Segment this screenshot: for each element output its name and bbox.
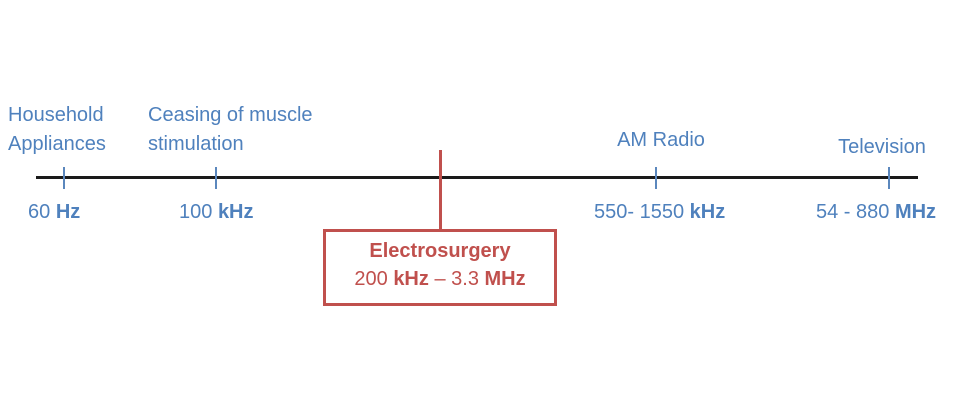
callout-title: Electrosurgery — [369, 240, 511, 262]
range-unit-high: MHz — [484, 268, 526, 290]
electrosurgery-callout-box: Electrosurgery 200 kHz – 3.3 MHz — [323, 229, 557, 306]
value-number: 54 - 880 — [816, 201, 895, 223]
value-unit: MHz — [894, 201, 937, 223]
marker-label-household: Household Appliances — [8, 104, 106, 155]
tick-mark-household — [63, 167, 65, 189]
tick-mark-television — [888, 167, 890, 189]
marker-label-am-radio: AM Radio — [617, 129, 705, 151]
range-value-low: 200 — [354, 268, 394, 290]
value-unit: kHz — [217, 201, 254, 223]
value-number: 550- 1550 — [594, 201, 690, 223]
marker-value-am-radio: 550- 1550 kHz — [594, 199, 725, 225]
range-value-high: 3.3 — [451, 268, 485, 290]
value-unit: Hz — [55, 201, 81, 223]
marker-label-television: Television — [838, 136, 926, 158]
tick-mark-muscle-stimulation — [215, 167, 217, 189]
tick-mark-am-radio — [655, 167, 657, 189]
marker-value-household: 60 Hz — [28, 199, 80, 225]
marker-label-muscle-stimulation: Ceasing of muscle stimulation — [148, 104, 313, 155]
marker-value-muscle-stimulation: 100 kHz — [179, 199, 254, 225]
value-number: 100 — [179, 201, 218, 223]
callout-frequency-range: 200 kHz – 3.3 MHz — [326, 265, 554, 293]
value-number: 60 — [28, 201, 56, 223]
frequency-axis-line — [36, 176, 918, 179]
callout-connector-line — [439, 150, 442, 229]
marker-value-television: 54 - 880 MHz — [816, 199, 936, 225]
range-unit-low: kHz — [393, 268, 429, 290]
range-separator: – — [428, 268, 452, 290]
value-unit: kHz — [689, 201, 726, 223]
